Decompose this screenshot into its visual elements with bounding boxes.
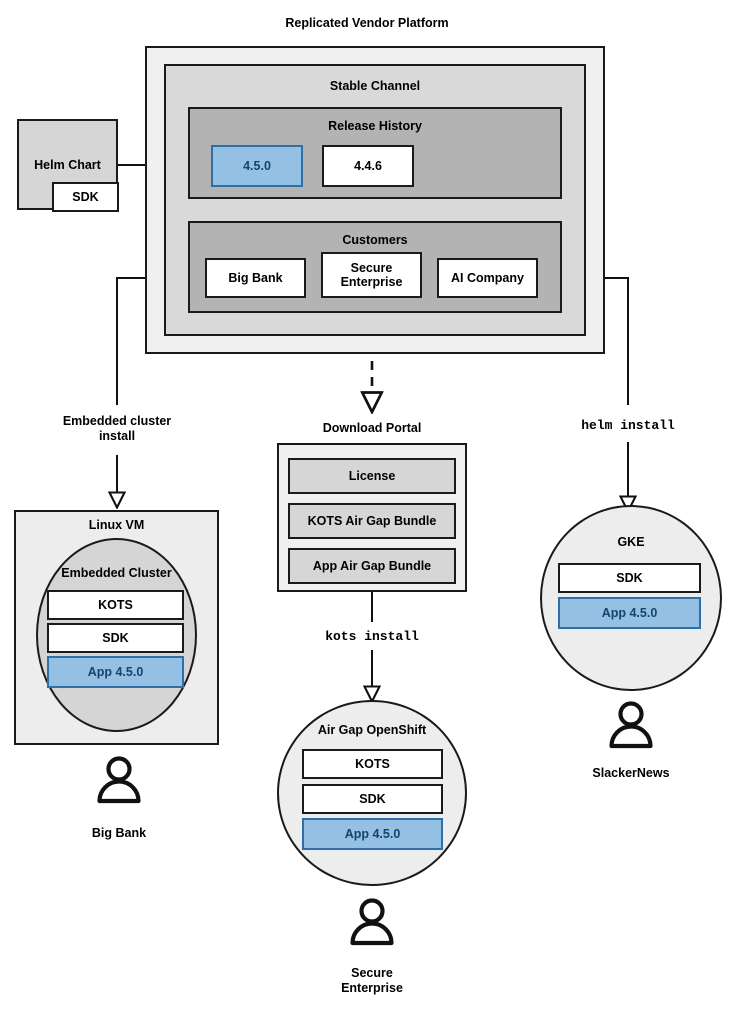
release-chip-4-4-6[interactable]: 4.4.6 bbox=[322, 145, 414, 187]
component-label: App 4.5.0 bbox=[87, 665, 144, 679]
linux-vm-component-sdk[interactable]: SDK bbox=[47, 623, 184, 653]
download-portal-title: Download Portal bbox=[322, 421, 422, 435]
customer-name: Secure Enterprise bbox=[340, 260, 403, 289]
component-label: SDK bbox=[616, 571, 643, 585]
edge-label-helm-install: helm install bbox=[581, 418, 675, 433]
openshift-component-sdk[interactable]: SDK bbox=[302, 784, 443, 814]
person-icon bbox=[97, 756, 141, 804]
embedded-cluster-title: Embedded Cluster bbox=[61, 566, 172, 580]
edge-label-kots-install: kots install bbox=[325, 629, 419, 644]
customer-caption-secure-enterprise: Secure Enterprise bbox=[341, 966, 403, 995]
portal-item-label: License bbox=[348, 469, 396, 483]
customers-label: Customers bbox=[342, 233, 408, 247]
customer-card-ai-company[interactable]: AI Company bbox=[437, 258, 538, 298]
release-chip-4-5-0[interactable]: 4.5.0 bbox=[211, 145, 303, 187]
customer-card-big-bank[interactable]: Big Bank bbox=[205, 258, 306, 298]
release-history-label: Release History bbox=[328, 119, 422, 133]
portal-item-kots-air-gap-bundle[interactable]: KOTS Air Gap Bundle bbox=[288, 503, 456, 539]
customer-caption-slackernews: SlackerNews bbox=[592, 766, 670, 780]
component-label: SDK bbox=[359, 792, 386, 806]
portal-item-app-air-gap-bundle[interactable]: App Air Gap Bundle bbox=[288, 548, 456, 584]
component-label: KOTS bbox=[355, 757, 390, 771]
openshift-component-app[interactable]: App 4.5.0 bbox=[302, 818, 443, 850]
helm-chart-sdk-box[interactable]: SDK bbox=[52, 182, 119, 212]
linux-vm-component-app[interactable]: App 4.5.0 bbox=[47, 656, 184, 688]
component-label: KOTS bbox=[98, 598, 133, 612]
person-icon bbox=[350, 898, 394, 946]
customer-card-secure-enterprise[interactable]: Secure Enterprise bbox=[321, 252, 422, 298]
page-title: Replicated Vendor Platform bbox=[285, 16, 449, 30]
avatar-secure-enterprise bbox=[344, 896, 400, 957]
openshift-component-kots[interactable]: KOTS bbox=[302, 749, 443, 779]
edge-label-embedded-cluster-install: Embedded cluster install bbox=[62, 414, 172, 443]
component-label: App 4.5.0 bbox=[344, 827, 401, 841]
person-icon bbox=[609, 701, 653, 749]
customer-name: AI Company bbox=[451, 271, 524, 285]
customer-name: Big Bank bbox=[228, 271, 283, 285]
component-label: SDK bbox=[102, 631, 129, 645]
linux-vm-component-kots[interactable]: KOTS bbox=[47, 590, 184, 620]
portal-item-label: KOTS Air Gap Bundle bbox=[307, 514, 437, 528]
release-version-text: 4.5.0 bbox=[243, 159, 271, 173]
avatar-big-bank bbox=[91, 754, 147, 815]
avatar-slackernews bbox=[603, 699, 659, 760]
sdk-label: SDK bbox=[72, 190, 99, 204]
component-label: App 4.5.0 bbox=[601, 606, 658, 620]
gke-component-sdk[interactable]: SDK bbox=[558, 563, 701, 593]
helm-chart-label: Helm Chart bbox=[34, 158, 101, 172]
air-gap-openshift-title: Air Gap OpenShift bbox=[317, 723, 427, 737]
customer-caption-big-bank: Big Bank bbox=[91, 826, 147, 840]
linux-vm-title: Linux VM bbox=[88, 518, 145, 532]
gke-component-app[interactable]: App 4.5.0 bbox=[558, 597, 701, 629]
portal-item-label: App Air Gap Bundle bbox=[312, 559, 432, 573]
stable-channel-label: Stable Channel bbox=[329, 79, 421, 93]
gke-title: GKE bbox=[617, 535, 645, 549]
portal-item-license[interactable]: License bbox=[288, 458, 456, 494]
release-version-text: 4.4.6 bbox=[354, 159, 382, 173]
